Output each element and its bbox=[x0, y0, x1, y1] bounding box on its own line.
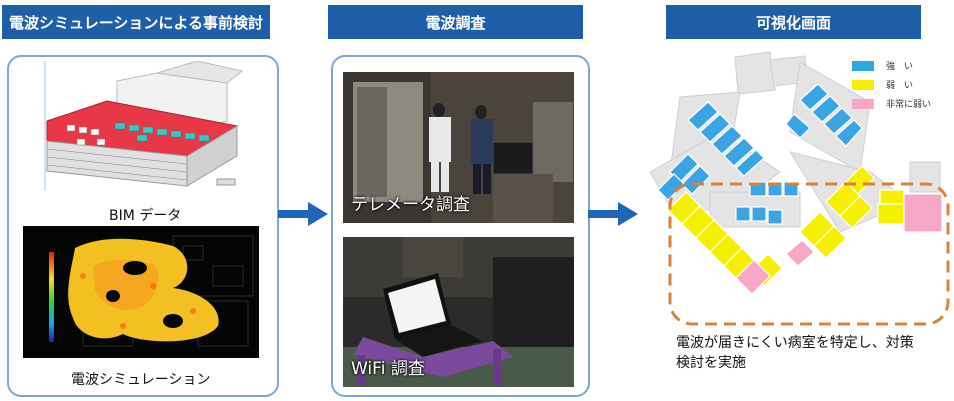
simulation-panel: BIM データ bbox=[7, 55, 279, 397]
description-line-2: 検討を実施 bbox=[676, 355, 746, 371]
header-survey: 電波調査 bbox=[328, 5, 583, 39]
arrow-right-icon bbox=[278, 202, 328, 226]
legend-item-very-weak: 非常に弱い bbox=[852, 97, 931, 110]
header-survey-label: 電波調査 bbox=[425, 13, 486, 32]
legend-swatch-strong bbox=[852, 60, 874, 71]
arrow-right-icon bbox=[588, 202, 638, 226]
wifi-survey-scene bbox=[343, 237, 574, 387]
telemeter-survey-scene bbox=[343, 72, 574, 223]
telemeter-caption: テレメータ調査 bbox=[351, 195, 470, 215]
telemeter-photo: テレメータ調査 bbox=[343, 72, 574, 223]
simulation-heatmap-image bbox=[23, 226, 259, 358]
legend-label-very-weak: 非常に弱い bbox=[886, 100, 932, 110]
header-visualization: 可視化画面 bbox=[666, 5, 921, 39]
bim-model-image bbox=[37, 61, 249, 191]
signal-floor-plan bbox=[649, 51, 950, 326]
description-line-1: 電波が届きにくい病室を特定し、対策 bbox=[676, 335, 914, 351]
legend-label-weak: 弱 い bbox=[886, 81, 914, 91]
header-simulation: 電波シミュレーションによる事前検討 bbox=[2, 5, 270, 39]
weak-area-outline bbox=[668, 182, 950, 326]
wifi-caption: WiFi 調査 bbox=[351, 359, 425, 379]
simulation-caption: 電波シミュレーション bbox=[71, 372, 211, 388]
legend-label-strong: 強 い bbox=[886, 62, 914, 72]
legend-swatch-very-weak bbox=[852, 98, 874, 109]
legend-item-strong: 強 い bbox=[852, 59, 913, 72]
visualization-description: 電波が届きにくい病室を特定し、対策 検討を実施 bbox=[676, 333, 914, 373]
survey-panel: テレメータ調査 WiFi 調査 bbox=[331, 55, 590, 397]
legend-swatch-weak bbox=[852, 79, 874, 90]
legend-item-weak: 弱 い bbox=[852, 78, 913, 91]
simulation-heatmap bbox=[23, 226, 259, 358]
bim-caption: BIM データ bbox=[109, 208, 182, 224]
header-visualization-label: 可視化画面 bbox=[755, 13, 831, 32]
bim-building-illustration bbox=[37, 61, 249, 191]
header-simulation-label: 電波シミュレーションによる事前検討 bbox=[9, 13, 263, 32]
wifi-photo: WiFi 調査 bbox=[343, 237, 574, 387]
